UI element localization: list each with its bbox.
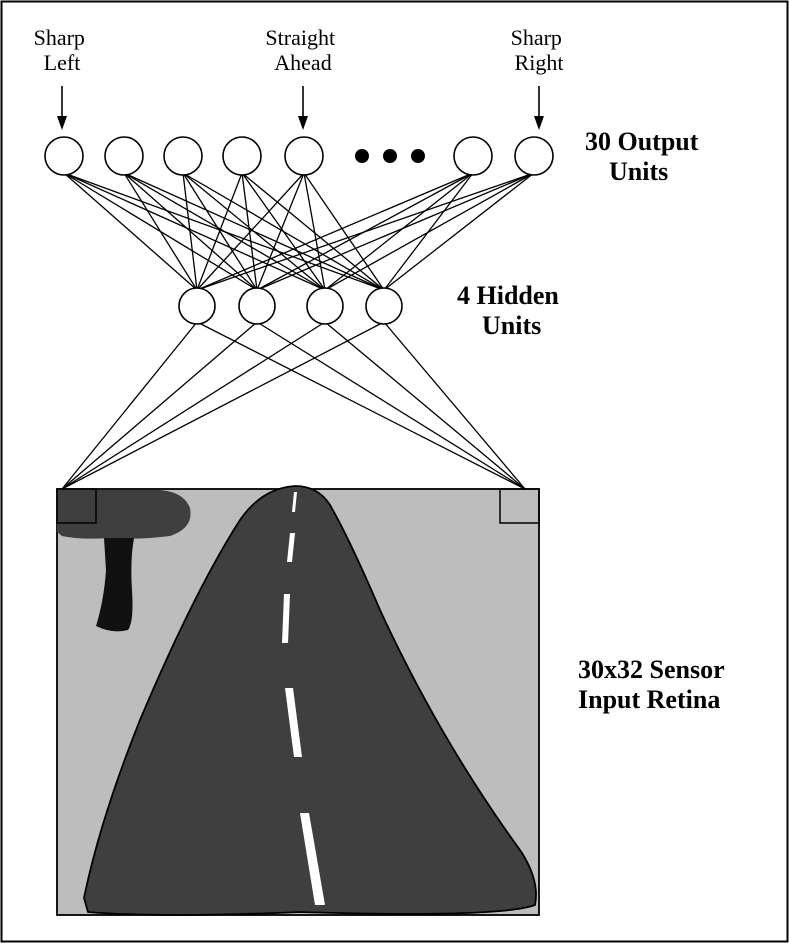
output-units-layer	[44, 136, 554, 176]
label-straight-ahead-line1: Straight	[265, 25, 335, 50]
connection-output-5-hidden-1	[196, 172, 305, 291]
connection-output-6-hidden-3	[324, 172, 474, 291]
connection-output-1-hidden-3	[63, 172, 326, 291]
hidden-unit-4	[365, 287, 403, 325]
lane-dash-4	[285, 688, 302, 757]
label-hidden-units-line2: Units	[482, 311, 541, 340]
label-output-units-line1: 30 Output	[585, 127, 699, 156]
label-sensor-retina: 30x32 Sensor Input Retina	[578, 655, 731, 714]
down-arrow-icon-sharp-left	[57, 86, 67, 130]
connection-retina-right-hidden-3	[324, 321, 526, 490]
hidden-unit-1	[178, 287, 216, 325]
retina-corner-box-right	[499, 488, 540, 524]
label-hidden-units: 4 Hidden Units	[457, 281, 565, 340]
ellipsis-icon	[355, 149, 425, 163]
label-straight-ahead: Straight Ahead	[265, 25, 340, 75]
lane-dash-3	[282, 594, 290, 643]
hidden-unit-2	[238, 287, 276, 325]
connection-output-2-hidden-3	[123, 172, 326, 291]
label-sharp-left-line2: Left	[44, 50, 81, 75]
label-output-units: 30 Output Units	[585, 127, 705, 186]
connection-output-5-hidden-4	[303, 172, 385, 291]
connection-output-7-hidden-1	[196, 172, 535, 291]
label-sensor-retina-line2: Input Retina	[578, 685, 720, 714]
road	[83, 485, 537, 916]
label-straight-ahead-line2: Ahead	[274, 50, 331, 75]
connection-retina-right-hidden-4	[383, 321, 526, 490]
label-sharp-left-line1: Sharp	[34, 25, 85, 50]
connection-output-6-hidden-1	[196, 172, 474, 291]
connection-output-5-hidden-2	[256, 172, 305, 291]
label-sharp-right-line1: Sharp	[511, 25, 562, 50]
down-arrow-icon-sharp-right	[534, 86, 544, 130]
label-output-units-line2: Units	[609, 157, 668, 186]
hidden-units-layer	[178, 287, 403, 325]
tree-canopy	[57, 490, 191, 539]
connection-output-2-hidden-1	[123, 172, 198, 291]
hidden-unit-3	[306, 287, 344, 325]
output-unit-4	[222, 136, 262, 176]
hidden-to-output-connections	[63, 172, 535, 291]
output-unit-5	[284, 136, 324, 176]
connection-retina-left-hidden-3	[61, 321, 326, 490]
connection-retina-right-hidden-2	[256, 321, 526, 490]
output-unit-2	[104, 136, 144, 176]
retina-corner-box-left	[56, 488, 97, 524]
label-sensor-retina-line1: 30x32 Sensor	[578, 655, 724, 684]
label-hidden-units-line1: 4 Hidden	[457, 281, 559, 310]
connection-output-4-hidden-1	[196, 172, 243, 291]
sensor-retina-image	[56, 485, 540, 916]
label-sharp-right-line2: Right	[515, 50, 564, 75]
connection-output-7-hidden-4	[383, 172, 535, 291]
lane-markings	[282, 492, 325, 905]
connection-output-1-hidden-1	[63, 172, 198, 291]
label-sharp-left: Sharp Left	[34, 25, 91, 75]
lane-dash-2	[287, 533, 295, 562]
output-unit-6	[453, 136, 493, 176]
label-sharp-right: Sharp Right	[511, 25, 568, 75]
connection-output-7-hidden-3	[324, 172, 535, 291]
output-unit-3	[163, 136, 203, 176]
connection-output-5-hidden-3	[303, 172, 326, 291]
down-arrow-icon-straight-ahead	[298, 86, 308, 130]
connection-retina-left-hidden-1	[61, 321, 198, 490]
output-unit-7	[514, 136, 554, 176]
lane-dash-1	[292, 492, 297, 512]
connection-output-4-hidden-3	[241, 172, 326, 291]
tree-trunk	[96, 538, 134, 632]
retina-to-hidden-connections	[61, 321, 526, 490]
connection-retina-right-hidden-1	[196, 321, 526, 490]
connection-retina-left-hidden-4	[61, 321, 385, 490]
connection-output-3-hidden-3	[182, 172, 326, 291]
output-unit-1	[44, 136, 84, 176]
connection-output-3-hidden-1	[182, 172, 198, 291]
lane-dash-5	[300, 813, 325, 905]
connection-retina-left-hidden-2	[61, 321, 258, 490]
connection-output-7-hidden-2	[256, 172, 535, 291]
